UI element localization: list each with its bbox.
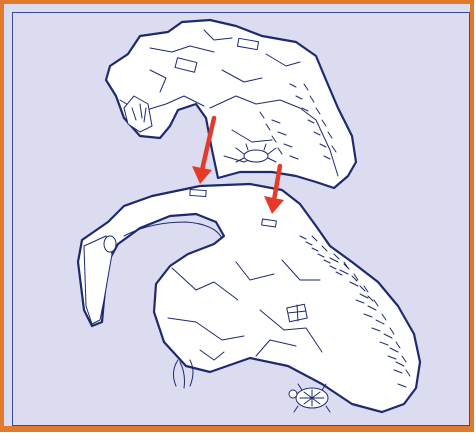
turtle-icon xyxy=(289,384,330,412)
connector-slot xyxy=(262,219,277,227)
upper-rock-piece xyxy=(106,20,356,188)
window-grid xyxy=(287,304,308,321)
connector-slot xyxy=(190,189,206,196)
lower-rock-base xyxy=(78,184,420,412)
mounting-hole xyxy=(104,236,116,252)
arrow-left xyxy=(192,118,214,184)
